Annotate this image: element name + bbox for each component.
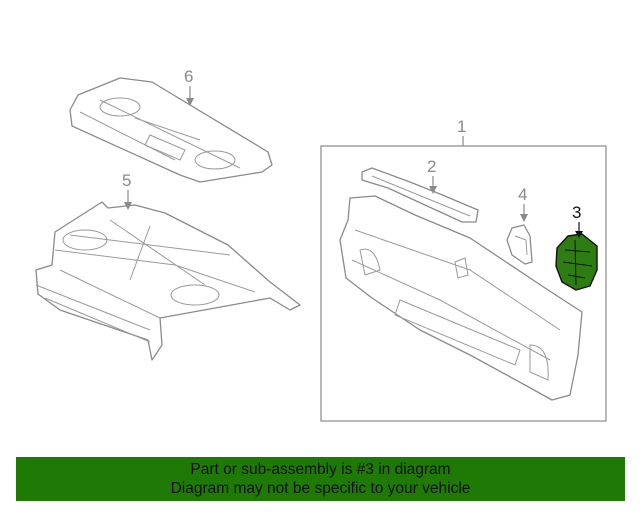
callout-5: 5 — [122, 171, 131, 190]
part-3-highlighted[interactable] — [555, 233, 598, 291]
info-banner-background — [16, 457, 625, 501]
callout-2: 2 — [427, 157, 436, 176]
leader-6-arrow — [186, 98, 194, 106]
callout-4: 4 — [518, 185, 527, 204]
leader-5-arrow — [124, 202, 132, 210]
callout-1: 1 — [457, 117, 466, 136]
banner-line-1: Part or sub-assembly is #3 in diagram — [190, 461, 451, 478]
part-6-package-tray-trim[interactable] — [69, 77, 273, 183]
part-5-rear-shelf-panel[interactable] — [35, 201, 301, 361]
part-1-rear-body-panel[interactable] — [339, 195, 583, 401]
leader-2-arrow — [429, 186, 437, 194]
callout-6: 6 — [184, 67, 193, 86]
leader-3-arrow — [575, 231, 583, 238]
part-2-reinforcement[interactable] — [361, 167, 479, 223]
callout-3: 3 — [572, 203, 581, 222]
banner-line-2: Diagram may not be specific to your vehi… — [170, 480, 471, 497]
leader-4-arrow — [520, 214, 528, 222]
part-4-bracket[interactable] — [506, 224, 533, 265]
info-banner: Part or sub-assembly is #3 in diagram Di… — [16, 457, 625, 501]
